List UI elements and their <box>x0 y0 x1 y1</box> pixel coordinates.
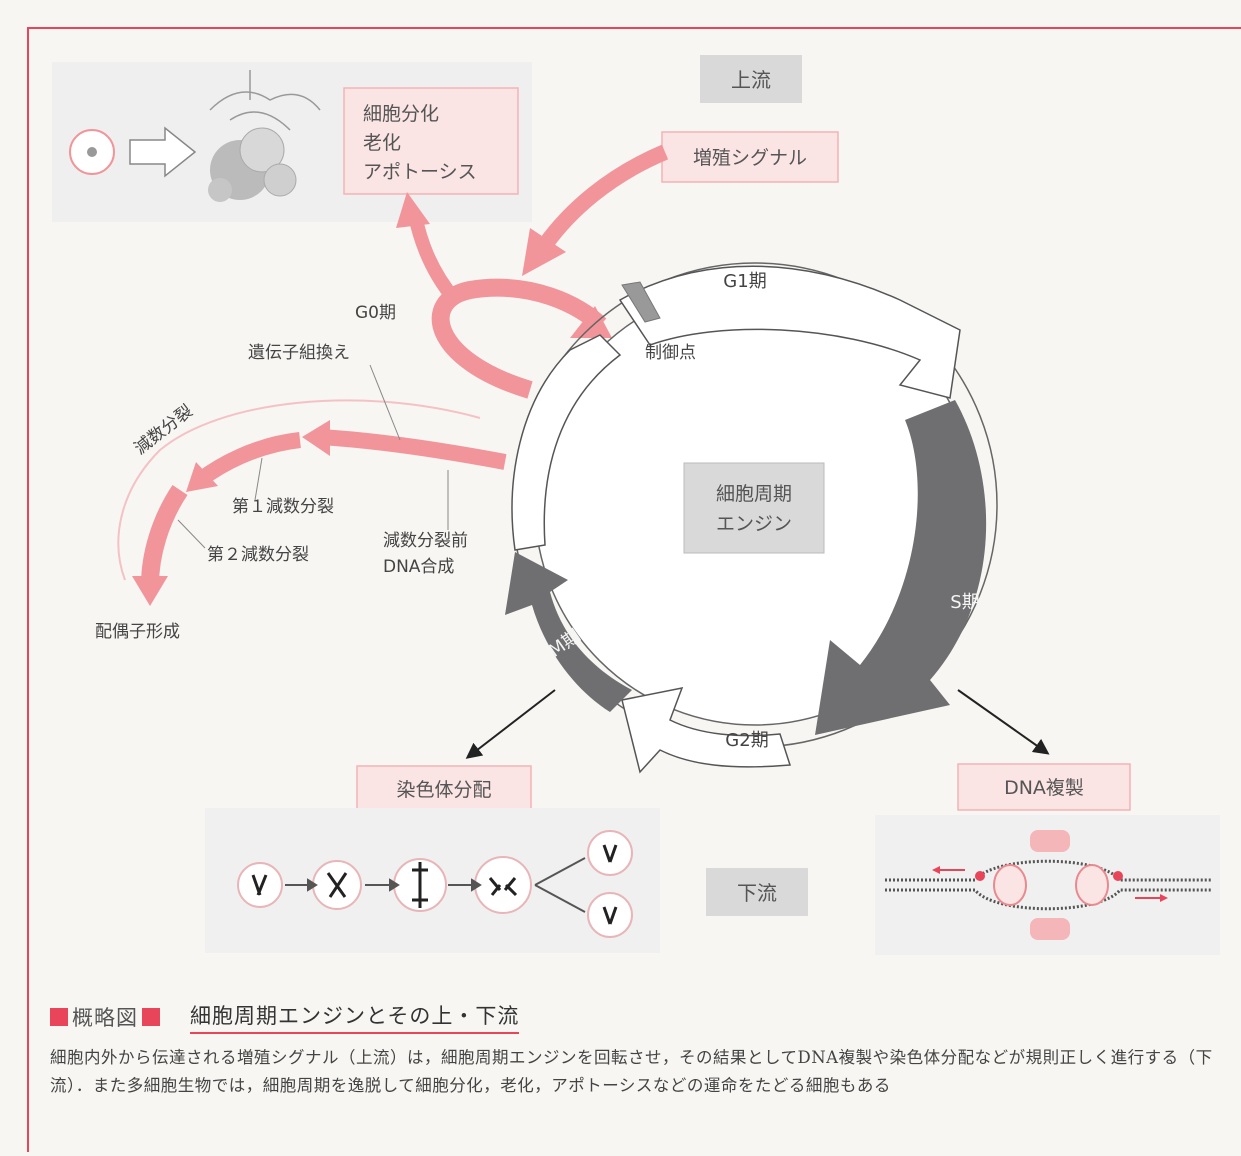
signal-arrow-head <box>522 228 566 276</box>
caption-title: 細胞周期エンジンとその上・下流 <box>190 1000 520 1034</box>
caption-text: 細胞内外から伝達される増殖シグナル（上流）は，細胞周期エンジンを回転させ，その結… <box>50 1048 1213 1095</box>
caption-square-right <box>142 1008 160 1026</box>
fate-label-2: 老化 <box>363 132 401 154</box>
left-band <box>511 334 622 551</box>
engine-box: 細胞周期 エンジン <box>683 462 825 554</box>
to-replication-arrow <box>957 689 1050 755</box>
downstream-box: 下流 <box>706 868 808 916</box>
figure-caption: 概略図 細胞周期エンジンとその上・下流 細胞内外から伝達される増殖シグナル（上流… <box>50 1000 1225 1100</box>
premeiotic-label-2: DNA合成 <box>383 557 454 577</box>
pink-arrows <box>132 144 669 606</box>
g1-band <box>618 265 961 399</box>
proliferation-signal-box: 増殖シグナル <box>661 131 839 183</box>
g2-label: G2期 <box>725 730 768 751</box>
downstream-label: 下流 <box>737 881 777 905</box>
g1-label: G1期 <box>723 271 766 292</box>
recombination-label: 遺伝子組換え <box>248 343 350 363</box>
replication-illustration <box>875 815 1220 955</box>
leader-lines <box>177 364 449 549</box>
to-segregation-arrow <box>465 689 556 759</box>
segregation-box: 染色体分配 <box>356 765 532 813</box>
caption-tag: 概略図 <box>72 1006 138 1030</box>
meiosis1-label: 第１減数分裂 <box>232 497 334 517</box>
fate-label-1: 細胞分化 <box>363 103 439 125</box>
meiosis2-label: 第２減数分裂 <box>207 545 309 565</box>
replication-label: DNA複製 <box>1004 777 1084 799</box>
gamete-label: 配偶子形成 <box>95 622 180 642</box>
engine-label-1: 細胞周期 <box>716 483 792 505</box>
caption-square-left <box>50 1008 68 1026</box>
page-frame <box>27 27 1241 1156</box>
fate-box: 細胞分化 老化 アポトーシス <box>343 87 519 195</box>
proliferation-signal-label: 増殖シグナル <box>693 147 807 169</box>
replication-box: DNA複製 <box>957 763 1131 811</box>
upstream-box: 上流 <box>700 55 802 103</box>
segregation-label: 染色体分配 <box>396 779 491 801</box>
checkpoint-mark <box>621 281 661 323</box>
mitosis-illustration <box>205 808 660 953</box>
meiosis-arc <box>117 399 481 581</box>
s-label: S期 <box>950 592 979 613</box>
upstream-label: 上流 <box>731 68 771 92</box>
g0-label: G0期 <box>355 303 396 323</box>
fate-label-3: アポトーシス <box>363 161 477 183</box>
meiosis-label: 減数分裂 <box>131 401 197 459</box>
checkpoint-label: 制御点 <box>645 343 696 363</box>
caption-title-row: 概略図 細胞周期エンジンとその上・下流 <box>50 1000 1225 1034</box>
premeiotic-label-1: 減数分裂前 <box>383 531 468 551</box>
s-band <box>815 400 987 735</box>
engine-label-2: エンジン <box>716 513 792 535</box>
m-band <box>505 552 632 712</box>
